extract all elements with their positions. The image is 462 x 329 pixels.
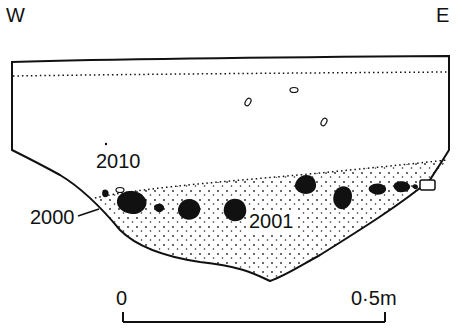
- context-number: 2010: [94, 150, 143, 172]
- scale-bar: [123, 312, 385, 322]
- stippled-fill: [95, 160, 447, 281]
- white-stone: [420, 180, 435, 190]
- scale-label: 0: [114, 287, 129, 309]
- dotted-line: [13, 72, 448, 76]
- orientation-label: E: [434, 4, 451, 26]
- scale-label: 0·5m: [349, 287, 399, 309]
- context-number: 2000: [28, 206, 77, 228]
- dot: [105, 143, 107, 145]
- section-outline: [12, 56, 449, 281]
- leader-line: [78, 209, 99, 216]
- orientation-label: W: [4, 4, 27, 26]
- inclusions: [116, 88, 328, 193]
- context-number: 2001: [247, 210, 296, 232]
- layer-boundary: [95, 160, 447, 198]
